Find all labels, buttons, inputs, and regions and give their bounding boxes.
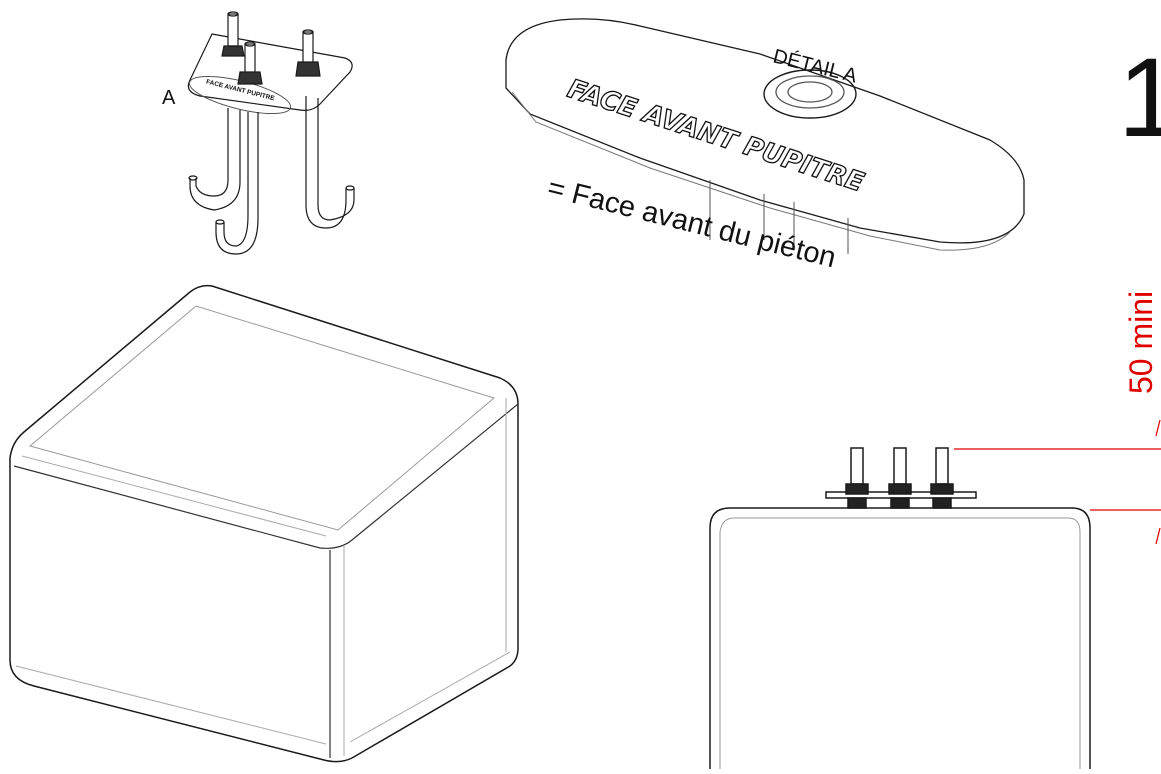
front-elevation-view xyxy=(709,447,1091,769)
elevation-stud-1 xyxy=(845,447,869,509)
detail-a-view xyxy=(505,18,1025,254)
elevation-stud-2 xyxy=(888,447,912,509)
stud-left xyxy=(221,11,245,57)
dimension-50-mini xyxy=(954,419,1161,545)
rod-right xyxy=(305,96,347,229)
stud-center xyxy=(237,41,263,85)
rod-center xyxy=(223,112,249,247)
dimension-label: 50 mini xyxy=(1123,291,1159,394)
elevation-stud-3 xyxy=(930,447,954,509)
stud-right xyxy=(295,29,321,77)
elevation-block xyxy=(709,507,1091,769)
anchor-assembly: FACE AVANT PUPITRE xyxy=(187,11,355,255)
rod-left xyxy=(195,108,229,197)
sheet-number: 1 xyxy=(1118,35,1161,160)
detail-stud-nut xyxy=(763,69,857,119)
detail-plate-outline xyxy=(505,18,1025,244)
detail-marker-label: A xyxy=(162,87,176,109)
concrete-block-isometric xyxy=(9,284,519,763)
